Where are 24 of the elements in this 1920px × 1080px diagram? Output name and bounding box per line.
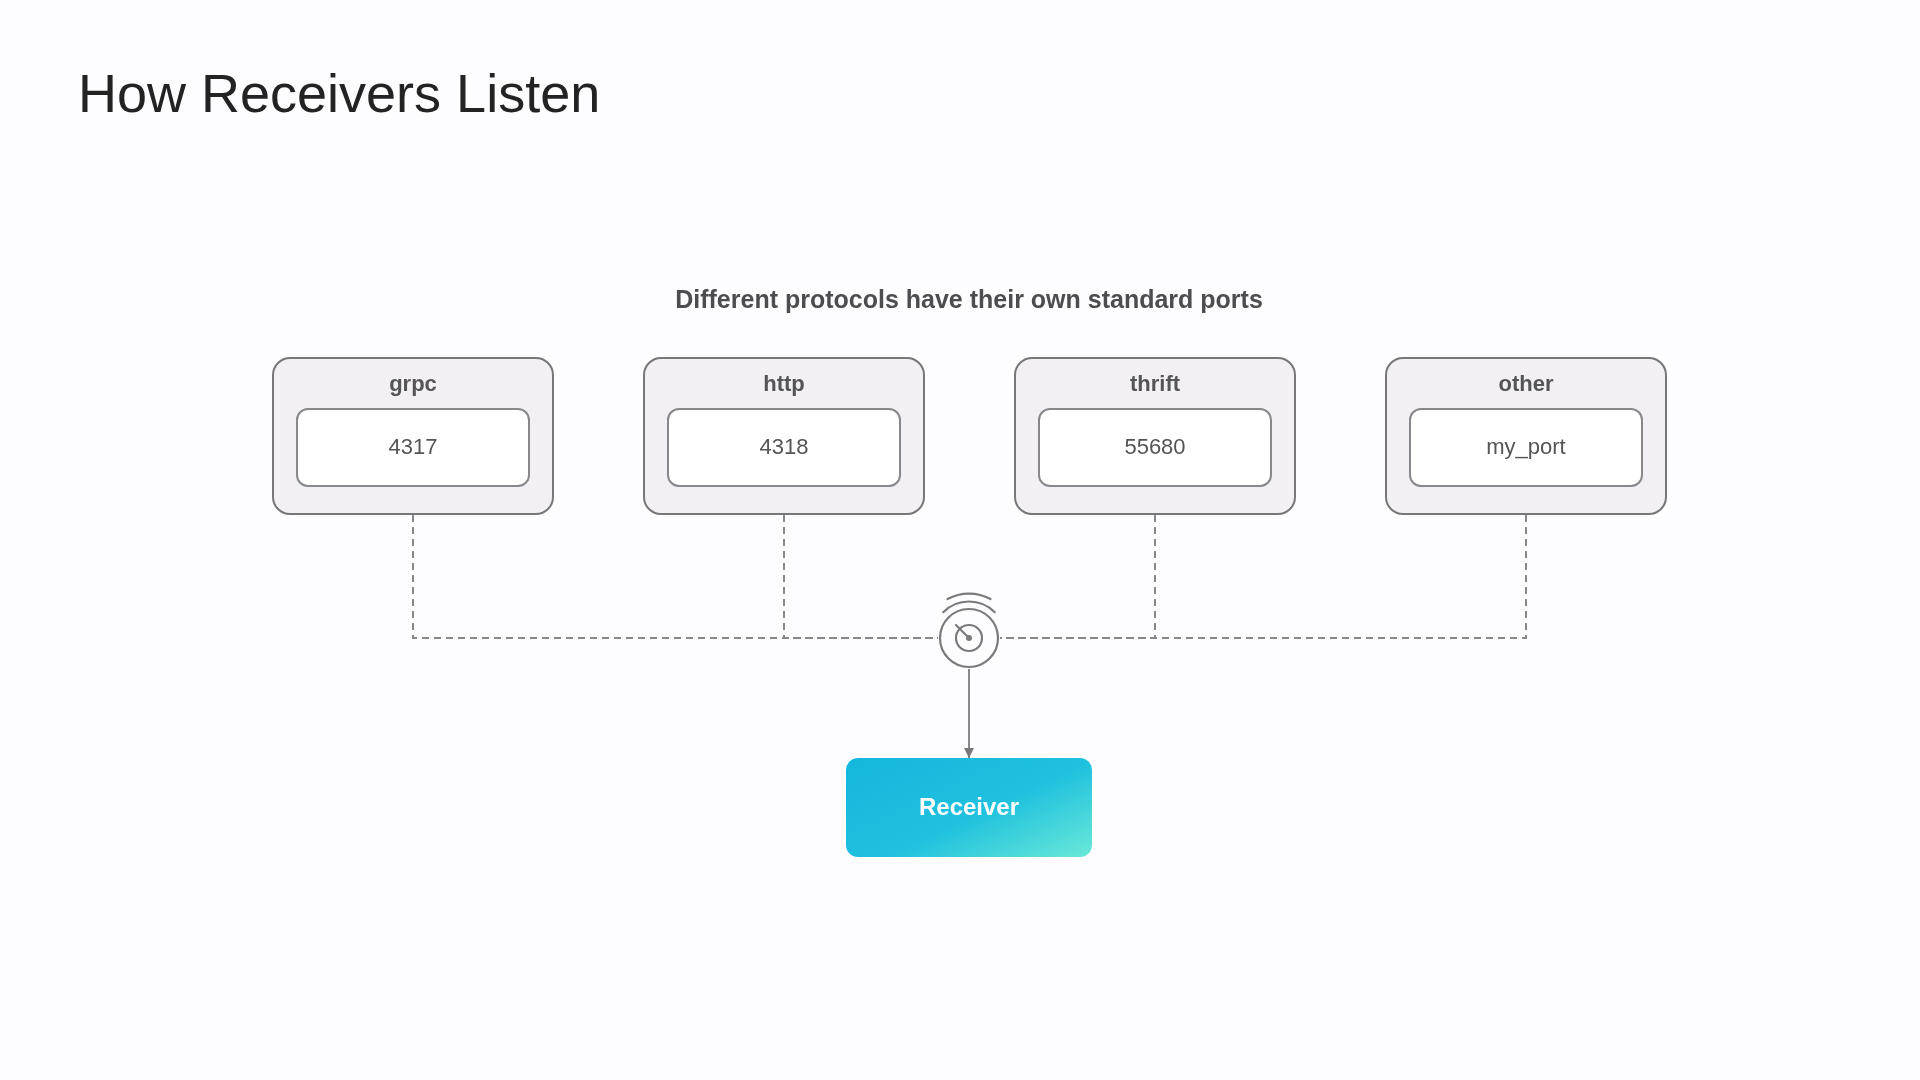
protocol-name: other [1498,371,1554,398]
port-value: 4317 [388,434,438,461]
subtitle: Different protocols have their own standard ports [675,284,1263,314]
port-box [667,408,901,487]
receiver-label: Receiver [918,793,1020,822]
dashed-connector [999,514,1527,639]
slide-title: How Receivers Listen [78,64,601,124]
port-value: 4318 [759,434,809,461]
port-value: 55680 [1124,434,1186,461]
port-box [1038,408,1272,487]
receiver-box [846,758,1092,857]
port-box [1409,408,1643,487]
dashed-connector [999,514,1156,639]
port-box [296,408,530,487]
arrow [964,668,974,759]
port-value: my_port [1486,434,1566,461]
protocol-card [272,357,554,515]
protocol-card [1014,357,1296,515]
protocol-name: grpc [389,371,437,398]
dashed-connector [783,514,939,639]
protocol-card [643,357,925,515]
protocol-name: thrift [1129,371,1181,398]
protocol-name: http [763,371,805,398]
protocol-card [1385,357,1667,515]
